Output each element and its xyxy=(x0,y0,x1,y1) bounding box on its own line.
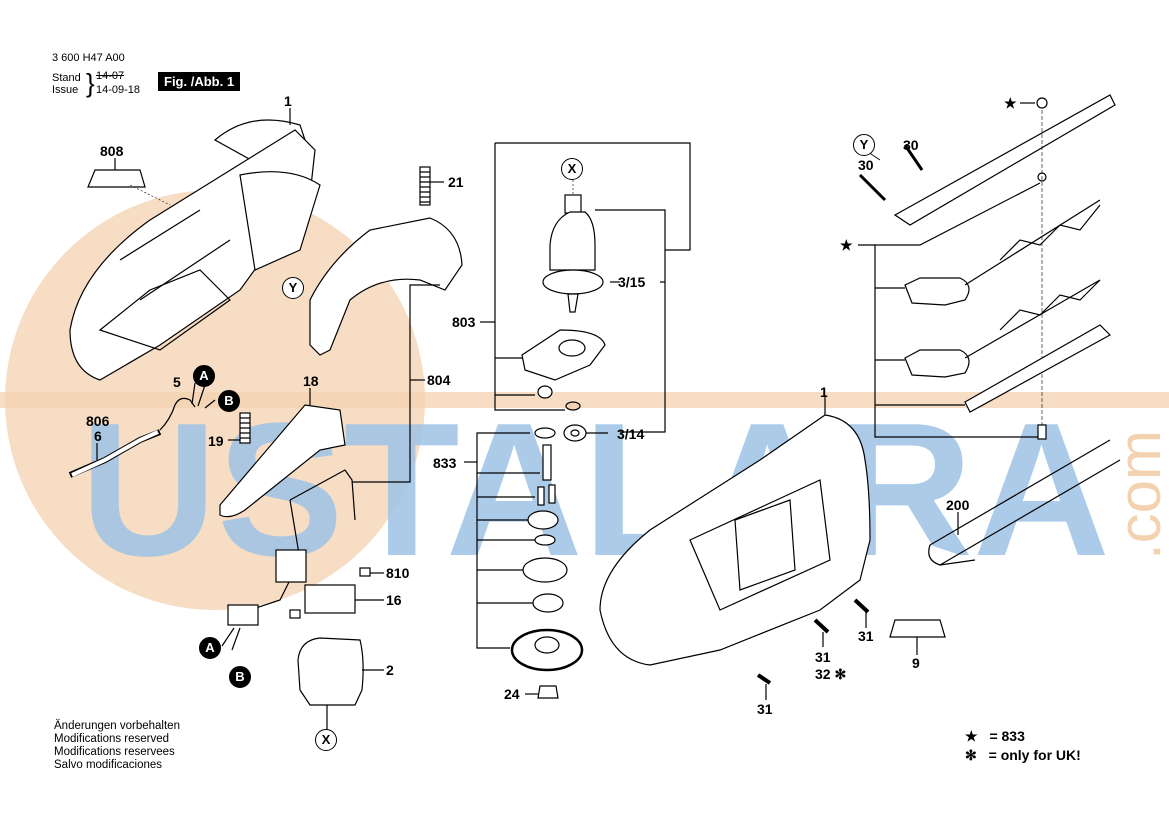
ref-marker-y-blade: Y xyxy=(853,134,875,156)
note-line: Änderungen vorbehalten xyxy=(54,720,180,732)
watermark-suffix: .com xyxy=(1106,430,1169,560)
asterisk-icon: ✻ xyxy=(965,747,977,763)
callout-31-a: 31 xyxy=(858,628,874,644)
callout-21: 21 xyxy=(448,174,464,190)
ref-marker-a-bottom: A xyxy=(199,637,221,659)
blade-assembly xyxy=(858,94,1116,440)
callout-5: 5 xyxy=(173,374,181,390)
note-line: Modifications reservees xyxy=(54,746,175,758)
bearing-plate xyxy=(521,329,606,381)
ball-bearing xyxy=(563,424,587,442)
star-icon-blade-set: ★ xyxy=(840,237,853,253)
legend-row: ★ = 833 xyxy=(965,727,1081,746)
nut xyxy=(537,385,553,399)
note-line: Modifications reserved xyxy=(54,733,170,745)
callout-30-upper: 30 xyxy=(903,137,919,153)
part-2-field-coil xyxy=(297,637,364,706)
callout-16: 16 xyxy=(386,592,402,608)
screw-31a xyxy=(853,598,870,614)
callout-24: 24 xyxy=(504,686,520,702)
callout-3-15: 3/15 xyxy=(618,274,646,290)
blade-guide-rail xyxy=(893,94,1116,226)
bracket-803 xyxy=(495,142,691,251)
callout-1-top: 1 xyxy=(284,93,292,109)
stand-date: 14-07 xyxy=(96,70,125,82)
ref-marker-y-housing: Y xyxy=(282,277,304,299)
ref-marker-a-top: A xyxy=(193,365,215,387)
ref-marker-b-bottom: B xyxy=(229,666,251,688)
callout-18: 18 xyxy=(303,373,319,389)
housing-left-half xyxy=(69,119,321,381)
callout-803: 803 xyxy=(452,314,476,330)
callout-804: 804 xyxy=(427,372,451,388)
screw-31c xyxy=(756,673,772,685)
callout-31-c: 31 xyxy=(757,701,773,717)
star-icon-nut: ★ xyxy=(1004,95,1017,111)
star-icon: ★ xyxy=(965,728,978,744)
part-16-brush-holder xyxy=(304,584,356,614)
part-808-label-plate xyxy=(87,169,146,188)
handle-cover xyxy=(309,217,463,356)
ref-marker-x-bottom: X xyxy=(315,729,337,751)
callout-808: 808 xyxy=(100,143,124,159)
callout-6: 6 xyxy=(94,428,102,444)
callout-32-uk: 32 ✻ xyxy=(815,666,847,682)
callout-2: 2 xyxy=(386,662,394,678)
watermark-orange-band xyxy=(0,392,1169,408)
ref-marker-b-top: B xyxy=(218,390,240,412)
callout-806: 806 xyxy=(86,413,110,429)
lower-blade xyxy=(904,279,1101,378)
callout-31-b: 31 xyxy=(815,649,831,665)
symbol-legend: ★ = 833 ✻ = only for UK! xyxy=(965,727,1081,765)
legend-text: = only for UK! xyxy=(988,747,1081,763)
callout-833: 833 xyxy=(433,455,457,471)
note-line: Salvo modificaciones xyxy=(54,759,163,771)
power-cable xyxy=(68,397,196,478)
gear-stack xyxy=(477,427,584,699)
callout-9: 9 xyxy=(912,655,920,671)
figure-label: Fig. /Abb. 1 xyxy=(158,72,241,91)
part-9-label-plate xyxy=(889,619,946,638)
issue-label: Issue xyxy=(52,84,79,96)
bracket-star xyxy=(874,182,1041,438)
ref-marker-x-top: X xyxy=(561,158,583,180)
part-19-spring xyxy=(228,412,251,444)
part-3-armature xyxy=(542,180,604,313)
switch-block xyxy=(227,604,259,626)
callout-3-14: 3/14 xyxy=(617,426,645,442)
legend-text: = 833 xyxy=(989,728,1025,744)
callout-19: 19 xyxy=(208,433,224,449)
screw-31b xyxy=(813,618,830,634)
housing-right-half xyxy=(599,414,871,666)
callout-200: 200 xyxy=(946,497,970,513)
callout-810: 810 xyxy=(386,565,410,581)
part-810-brush xyxy=(359,567,371,577)
washer-small xyxy=(565,401,581,411)
legend-row: ✻ = only for UK! xyxy=(965,746,1081,765)
blade-support xyxy=(964,324,1111,413)
part-200-blade-cover xyxy=(928,439,1121,566)
callout-1-right: 1 xyxy=(820,384,828,400)
part-18-switch-lever xyxy=(219,404,346,518)
upper-blade xyxy=(904,199,1101,306)
modification-notes: Änderungen vorbehalten Modifications res… xyxy=(54,720,180,772)
document-number: 3 600 H47 A00 xyxy=(52,52,125,64)
issue-date: 14-09-18 xyxy=(96,84,141,96)
brace-icon: } xyxy=(86,68,95,98)
callout-30-lower: 30 xyxy=(858,157,874,173)
stand-label: Stand xyxy=(52,72,81,84)
part-21-spring xyxy=(419,166,444,206)
